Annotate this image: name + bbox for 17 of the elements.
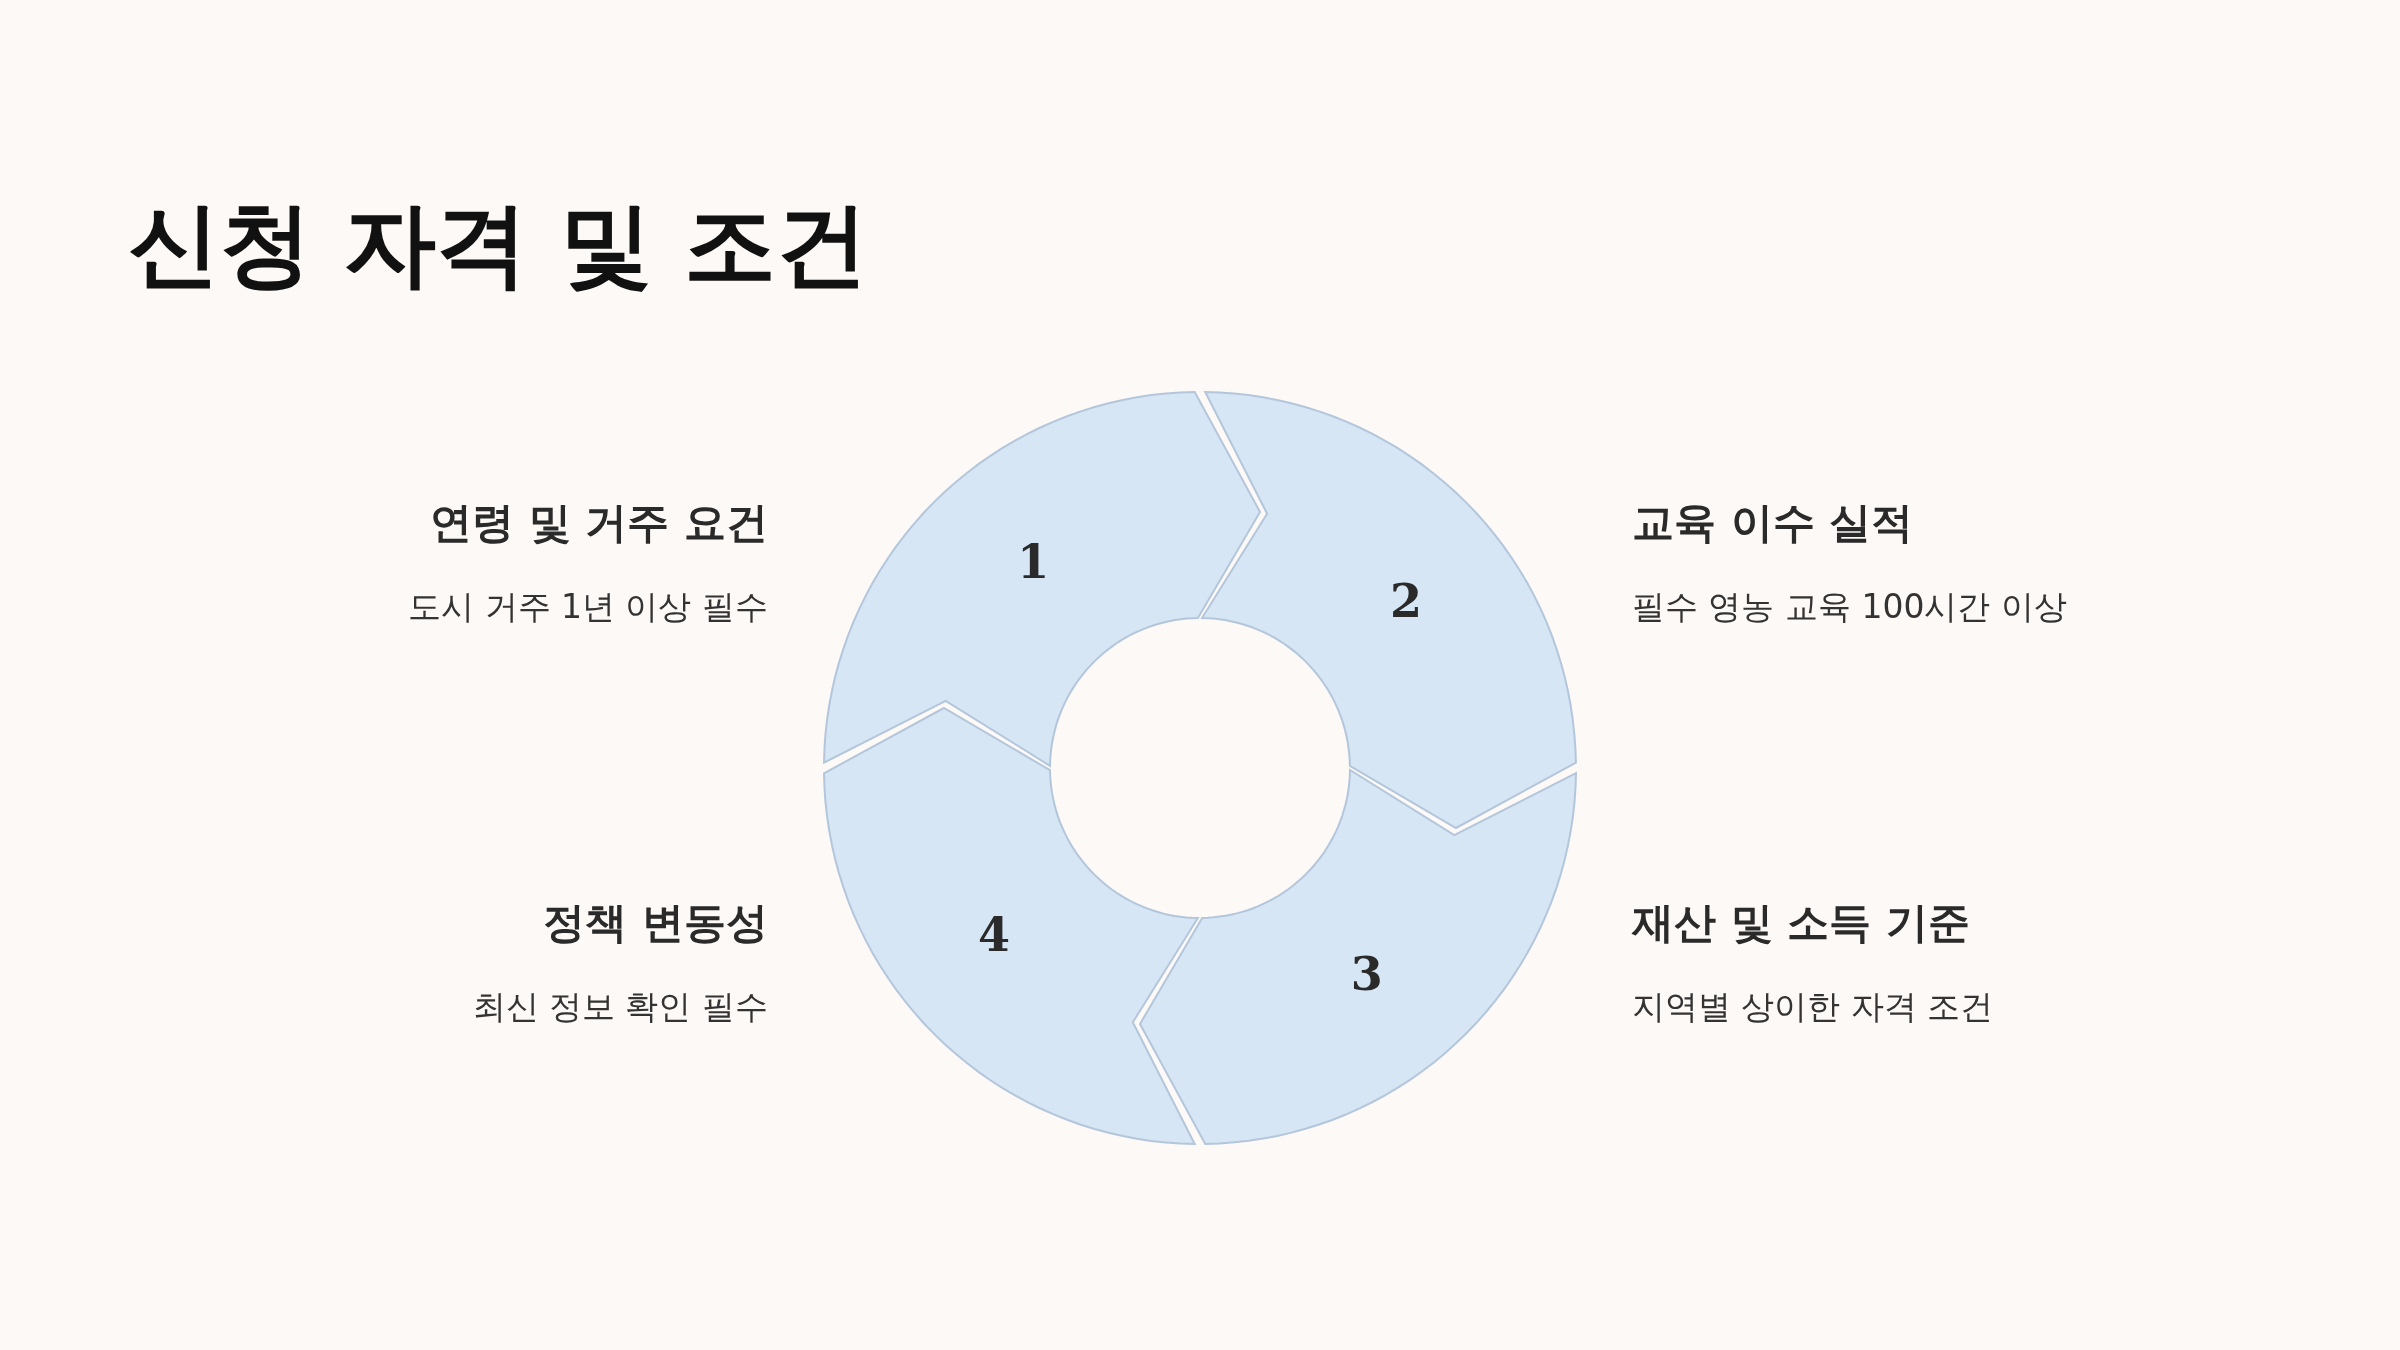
cycle-segment: [824, 707, 1198, 1144]
step-number: 2: [1389, 574, 1422, 629]
cycle-segment: [824, 392, 1261, 766]
cycle-segment: [1139, 770, 1576, 1144]
step-heading: 연령 및 거주 요건: [430, 497, 768, 549]
step-description: 도시 거주 1년 이상 필수: [408, 586, 768, 628]
title: 신청 자격 및 조건: [128, 190, 869, 300]
step-description: 최신 정보 확인 필수: [472, 986, 768, 1028]
cycle-segment: [1202, 392, 1576, 829]
step-heading: 정책 변동성: [543, 897, 768, 949]
step-number: 3: [1350, 946, 1383, 1001]
step-number: 4: [978, 907, 1011, 962]
step-description: 필수 영농 교육 100시간 이상: [1632, 586, 2067, 628]
step-heading: 재산 및 소득 기준: [1632, 897, 1970, 949]
step-description: 지역별 상이한 자격 조건: [1632, 986, 1994, 1028]
step-number: 1: [1017, 535, 1050, 590]
step-heading: 교육 이수 실적: [1632, 497, 1914, 549]
